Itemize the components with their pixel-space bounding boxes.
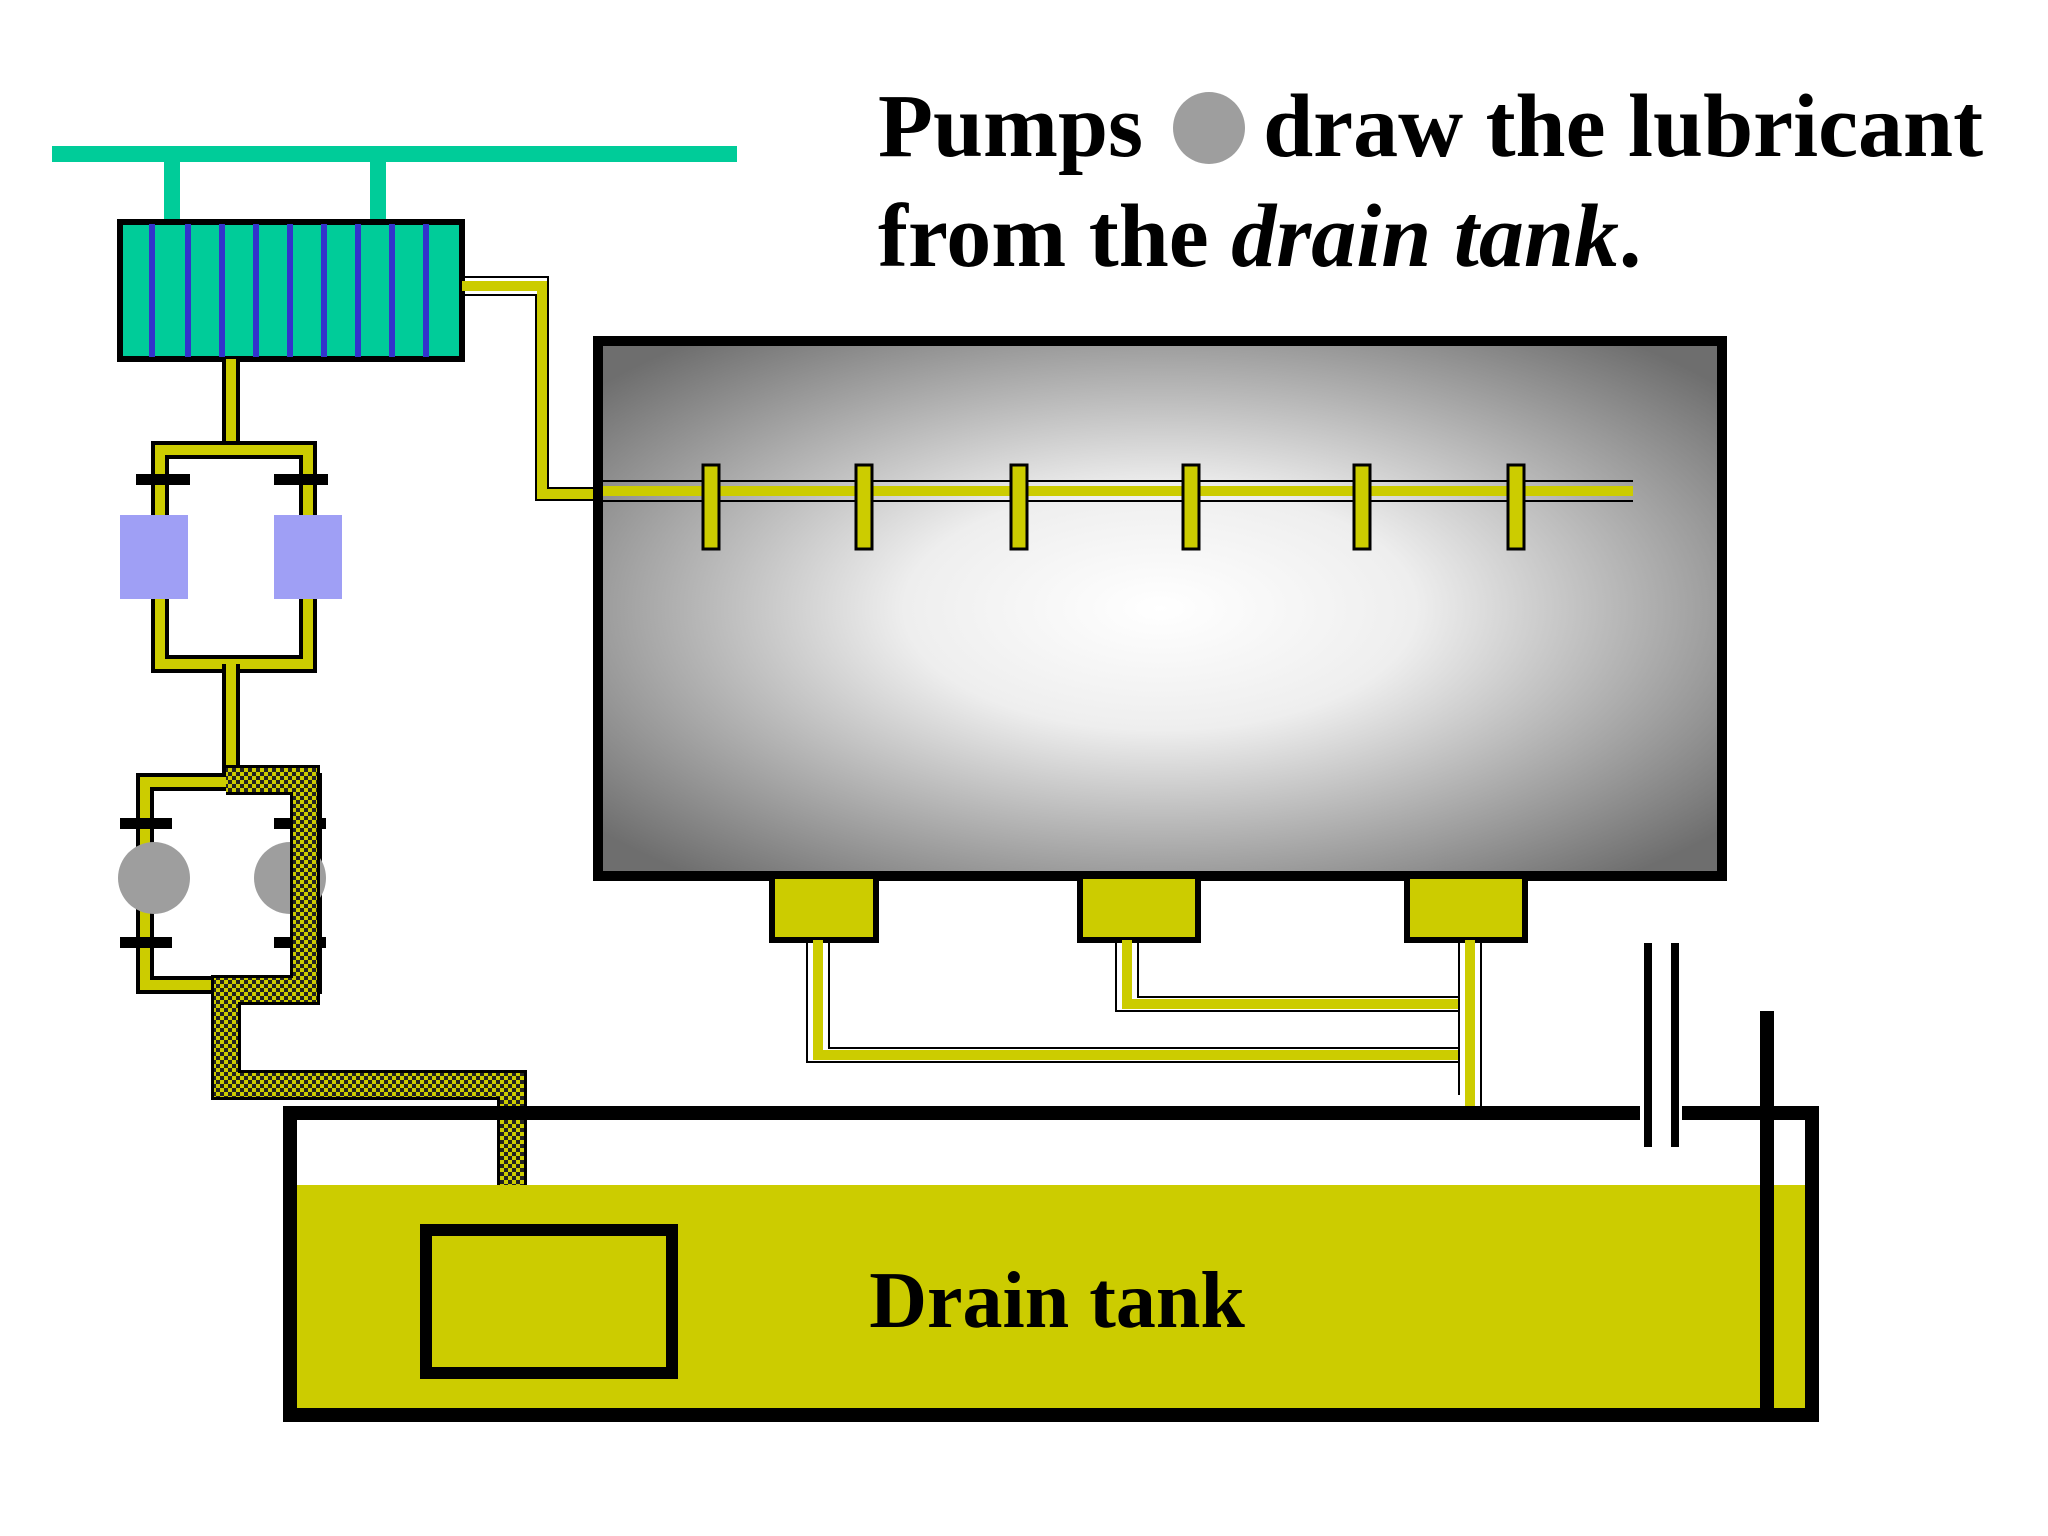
suction-pipe bbox=[211, 765, 527, 1290]
filter-loop bbox=[120, 441, 342, 673]
pipe-cooler-to-engine bbox=[462, 276, 620, 501]
engine-block bbox=[593, 336, 1727, 881]
caption-line2-suffix: . bbox=[1618, 187, 1642, 286]
drain-tank-label: Drain tank bbox=[869, 1257, 1245, 1345]
caption-line1-rest: draw the lubricant bbox=[1263, 77, 1984, 176]
cooler bbox=[117, 219, 465, 362]
bearing-branches bbox=[701, 463, 1526, 551]
caption-word-pumps: Pumps bbox=[878, 77, 1144, 176]
sump-drains bbox=[769, 873, 1528, 943]
caption-emphasis: drain tank bbox=[1231, 187, 1619, 286]
caption-line-2: from the drain tank. bbox=[878, 182, 2038, 292]
suction-strainer bbox=[420, 1224, 678, 1379]
vent-pipe bbox=[1640, 943, 1682, 1147]
return-piping bbox=[806, 940, 1482, 1113]
caption: Pumps draw the lubricant from the drain t… bbox=[878, 72, 2038, 292]
pump-left bbox=[118, 842, 190, 914]
main-gallery bbox=[603, 463, 1633, 551]
caption-line-1: Pumps draw the lubricant bbox=[878, 72, 2038, 182]
drain-tank: Drain tank bbox=[283, 1106, 1819, 1422]
filter-right bbox=[274, 515, 342, 599]
supply-line bbox=[52, 146, 737, 224]
cooler-tubes bbox=[149, 224, 429, 357]
pump-icon bbox=[1173, 92, 1246, 164]
caption-line2-prefix: from the bbox=[878, 187, 1232, 286]
filter-left bbox=[120, 515, 188, 599]
